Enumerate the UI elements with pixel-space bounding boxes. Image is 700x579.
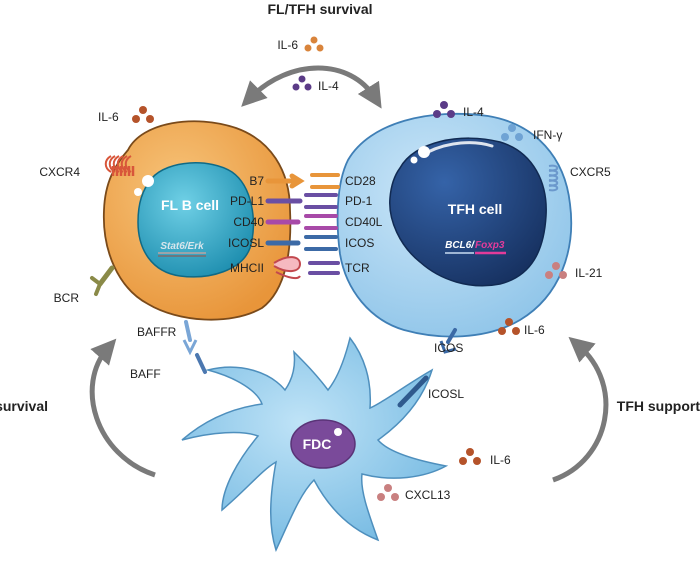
- il6-b-label: IL-6: [98, 110, 119, 124]
- icosl-icos-pair: [265, 235, 338, 251]
- b7-label: B7: [249, 174, 264, 188]
- baff-label: BAFF: [130, 367, 161, 381]
- fdc-cell: FDC: [181, 336, 449, 553]
- stat6-erk-gene: Stat6/Erk: [160, 241, 204, 252]
- icos-tfh-label: ICOS: [434, 341, 463, 355]
- icosl-fdc-receptor: [397, 375, 429, 408]
- ifng-label: IFN-γ: [533, 128, 562, 142]
- tfh-nucleolus: [418, 146, 430, 158]
- bcl6-gene: BCL6/: [445, 240, 475, 251]
- fl-survival-arrow: [89, 338, 156, 478]
- tfh-nucleus: [389, 137, 547, 287]
- cxcl13-chemokine: [377, 484, 399, 501]
- il6-top-label: IL-6: [277, 38, 298, 52]
- ifng-cytokine: [501, 124, 523, 141]
- tfh-cell: TFH cell BCL6/ Foxp3: [336, 112, 573, 338]
- il4-tfh-cytokine: [433, 101, 455, 118]
- b7-cd28-pair: [265, 173, 340, 189]
- fdc-nucleolus: [334, 428, 342, 436]
- baffr-receptor: [182, 320, 198, 356]
- cd40-label: CD40: [233, 215, 264, 229]
- mhcii-label: MHCII: [230, 261, 264, 275]
- tcr-label: TCR: [345, 261, 370, 275]
- title-tfh-support: TFH support: [617, 398, 700, 414]
- il6-b-cytokine: [132, 106, 154, 123]
- icos-tfh-receptor: [439, 328, 457, 354]
- fl-b-cell: FL B cell Stat6/Erk: [102, 120, 292, 321]
- foxp3-gene: Foxp3: [475, 240, 505, 251]
- baff-ligand: [195, 353, 207, 374]
- pdl1-pd1-pair: [265, 193, 338, 209]
- il6-tfh-label: IL-6: [524, 323, 545, 337]
- il21-cytokine: [545, 262, 567, 279]
- il4-top-label: IL-4: [318, 79, 339, 93]
- fdc-label: FDC: [303, 436, 332, 452]
- title-fl-tfh-survival: FL/TFH survival: [267, 1, 372, 17]
- icosl-label: ICOSL: [228, 236, 264, 250]
- tfh-support-arrow: [552, 336, 609, 483]
- fl-b-cell-label: FL B cell: [161, 197, 219, 213]
- il6-fdc-cytokine: [459, 448, 481, 465]
- cd28-label: CD28: [345, 174, 376, 188]
- icosl-fdc-label: ICOSL: [428, 387, 464, 401]
- title-fl-survival: FL survival: [0, 398, 48, 414]
- il6-tfh-cytokine: [498, 318, 520, 335]
- cd40l-label: CD40L: [345, 215, 383, 229]
- pd1-label: PD-1: [345, 194, 373, 208]
- il6-top-cytokine: [304, 36, 324, 52]
- mhcii-tcr-pair: [273, 256, 340, 280]
- fl-b-nucleolus: [142, 175, 154, 187]
- cxcr5-label: CXCR5: [570, 165, 611, 179]
- il6-fdc-label: IL-6: [490, 453, 511, 467]
- il4-tfh-label: IL-4: [463, 105, 484, 119]
- bcr-receptor: [90, 265, 115, 296]
- icos-label: ICOS: [345, 236, 374, 250]
- cd40-cd40l-pair: [265, 214, 338, 230]
- pdl1-label: PD-L1: [230, 194, 264, 208]
- baffr-label: BAFFR: [137, 325, 177, 339]
- tfh-cell-label: TFH cell: [448, 201, 502, 217]
- cxcr4-label: CXCR4: [39, 165, 80, 179]
- reciprocal-survival-arrow: [241, 65, 382, 109]
- fl-b-nucleus: [137, 162, 255, 278]
- cxcl13-label: CXCL13: [405, 488, 451, 502]
- il4-top-cytokine: [292, 75, 312, 91]
- il21-label: IL-21: [575, 266, 603, 280]
- cxcr5-receptor: [548, 164, 559, 192]
- bcr-label: BCR: [54, 291, 80, 305]
